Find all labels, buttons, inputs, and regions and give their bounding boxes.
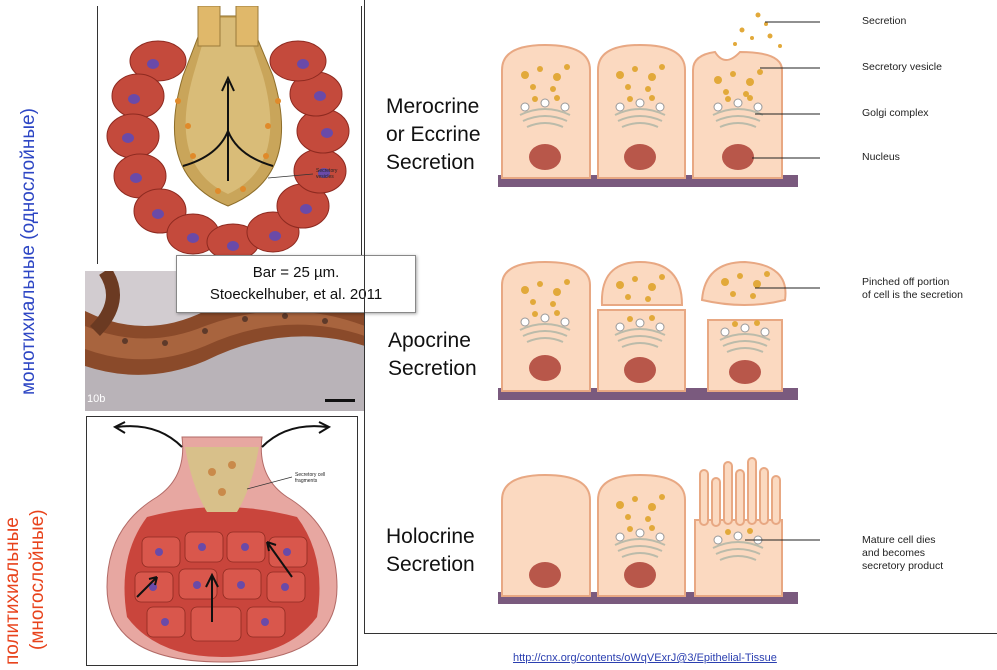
- merocrine-line2: or Eccrine: [386, 121, 481, 149]
- callout-nucleus: Nucleus: [862, 151, 900, 164]
- holocrine-line2: Secretion: [386, 551, 475, 579]
- callout-golgi: Golgi complex: [862, 107, 929, 120]
- callout-mature: Mature cell dies and becomes secretory p…: [862, 534, 943, 573]
- merocrine-line3: Secretion: [386, 149, 481, 177]
- callout-mature-line1: Mature cell dies: [862, 534, 943, 547]
- callout-mature-line2: and becomes: [862, 547, 943, 560]
- panel-tag: 10b: [87, 393, 105, 406]
- holocrine-line1: Holocrine: [386, 523, 475, 551]
- holocrine-title: Holocrine Secretion: [386, 523, 475, 579]
- compound-gland-illustration: [87, 417, 357, 665]
- secretory-fragments-label: Secretory cell fragments: [295, 472, 340, 484]
- simple-gland-panel: Secretory vesicles: [97, 6, 362, 264]
- callout-mature-line3: secretory product: [862, 560, 943, 573]
- simple-gland-illustration: [98, 6, 361, 264]
- apocrine-line2: Secretion: [388, 355, 477, 383]
- callout-pinched-line1: Pinched off portion: [862, 276, 963, 289]
- callout-pinched: Pinched off portion of cell is the secre…: [862, 276, 963, 302]
- label-multilayered: (многослойные): [27, 509, 49, 650]
- merocrine-line1: Merocrine: [386, 93, 481, 121]
- secretory-vesicles-label: Secretory vesicles: [316, 168, 356, 180]
- merocrine-title: Merocrine or Eccrine Secretion: [386, 93, 481, 177]
- label-polyptychial: политихиальные: [2, 517, 24, 665]
- compound-gland-panel: Secretory cell fragments: [86, 416, 358, 666]
- secretion-cells-illustration: [490, 0, 820, 610]
- apocrine-line1: Apocrine: [388, 327, 477, 355]
- callout-secretion: Secretion: [862, 15, 906, 28]
- label-monoptychial: монотихиальные (однослойные): [18, 108, 40, 395]
- callout-pinched-line2: of cell is the secretion: [862, 289, 963, 302]
- source-link[interactable]: http://cnx.org/contents/oWqVExrJ@3/Epith…: [513, 652, 777, 664]
- apocrine-title: Apocrine Secretion: [388, 327, 477, 383]
- callout-secretory-vesicle: Secretory vesicle: [862, 61, 942, 74]
